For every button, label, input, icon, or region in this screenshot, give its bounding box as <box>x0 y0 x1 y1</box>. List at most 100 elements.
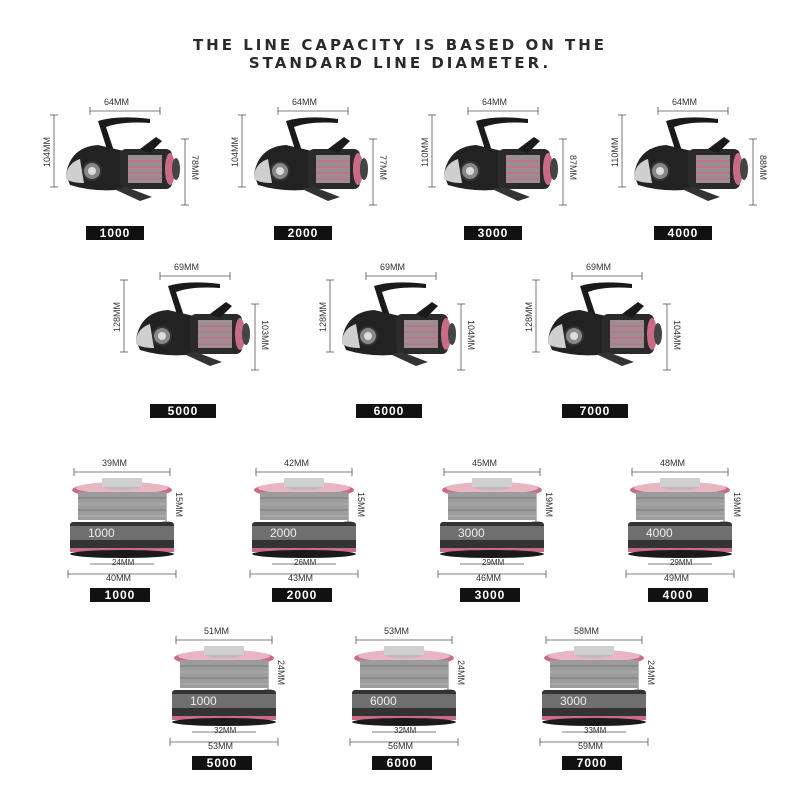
spool-inner-label: 32MM <box>214 726 237 735</box>
spool-cell: 1000 51MM 24MM 32MM 53MM 5000 <box>164 626 294 770</box>
reel-depth-label: 104MM <box>466 320 476 351</box>
reel-cell: 64MM 110MM 87MM 3000 <box>418 97 578 245</box>
spool-engraving: 3000 <box>458 526 485 540</box>
reel-cell: 69MM 128MM 104MM 7000 <box>522 262 682 418</box>
spool-top-label: 53MM <box>384 626 410 636</box>
spool-cell: 6000 53MM 24MM 32MM 56MM 6000 <box>344 626 474 770</box>
spool-bottom-label: 56MM <box>388 741 414 751</box>
reel-model-badge: 1000 <box>86 226 144 240</box>
spool-model-badge: 4000 <box>648 588 708 602</box>
spool-top-label: 39MM <box>102 458 128 468</box>
reel-height-label: 128MM <box>524 301 534 332</box>
spool-cell: 3000 45MM 19MM 29MM 46MM 3000 <box>432 458 562 602</box>
reel-depth-label: 103MM <box>260 320 270 351</box>
reel-image <box>50 107 189 206</box>
reel-width-label: 69MM <box>586 262 612 272</box>
spool-image: 6000 <box>349 636 459 746</box>
reel-height-label: 110MM <box>610 137 620 167</box>
spool-image: 1000 <box>169 636 279 746</box>
reel-image <box>326 272 465 371</box>
spool-bottom-label: 43MM <box>288 573 314 583</box>
spool-inner-label: 32MM <box>394 726 417 735</box>
reel-model-badge: 6000 <box>356 404 422 418</box>
reel-height-label: 104MM <box>42 136 52 167</box>
reel-cell: 64MM 104MM 77MM 2000 <box>228 97 388 245</box>
spool-bottom-label: 40MM <box>106 573 132 583</box>
spool-image: 1000 <box>67 468 177 578</box>
spool-top-label: 48MM <box>660 458 686 468</box>
spool-inner-label: 29MM <box>482 558 505 567</box>
reel-width-label: 69MM <box>174 262 200 272</box>
spool-image: 4000 <box>625 468 735 578</box>
spool-top-label: 45MM <box>472 458 498 468</box>
reel-model-badge: 2000 <box>274 226 332 240</box>
spool-model-badge: 1000 <box>90 588 150 602</box>
spool-cell: 2000 42MM 15MM 26MM 43MM 2000 <box>244 458 374 602</box>
reel-model-badge: 5000 <box>150 404 216 418</box>
spool-cell: 4000 48MM 19MM 29MM 49MM 4000 <box>620 458 750 602</box>
reel-width-label: 64MM <box>104 97 130 107</box>
spool-image: 2000 <box>249 468 359 578</box>
reel-image <box>532 272 671 371</box>
reel-cell: 69MM 128MM 103MM 5000 <box>110 262 270 418</box>
spool-model-badge: 6000 <box>372 756 432 770</box>
reel-cell: 64MM 104MM 78MM 1000 <box>40 97 200 245</box>
spool-image: 3000 <box>539 636 649 746</box>
reel-depth-label: 78MM <box>190 155 200 181</box>
spool-engraving: 1000 <box>190 694 217 708</box>
reel-model-badge: 3000 <box>464 226 522 240</box>
spool-model-badge: 5000 <box>192 756 252 770</box>
reel-model-badge: 4000 <box>654 226 712 240</box>
spool-inner-label: 33MM <box>584 726 607 735</box>
spool-model-badge: 3000 <box>460 588 520 602</box>
spool-bottom-label: 49MM <box>664 573 690 583</box>
header-line-2: STANDARD LINE DIAMETER. <box>248 54 552 72</box>
spool-engraving: 6000 <box>370 694 397 708</box>
reel-depth-label: 87MM <box>568 155 578 181</box>
spool-side-label: 15MM <box>356 492 366 518</box>
spool-bottom-label: 59MM <box>578 741 604 751</box>
spool-top-label: 42MM <box>284 458 310 468</box>
spool-side-label: 19MM <box>732 492 742 518</box>
spool-engraving: 2000 <box>270 526 297 540</box>
reel-height-label: 104MM <box>230 136 240 167</box>
spool-inner-label: 24MM <box>112 558 135 567</box>
reel-depth-label: 104MM <box>672 320 682 351</box>
reel-image <box>120 272 259 371</box>
spool-engraving: 3000 <box>560 694 587 708</box>
reel-height-label: 128MM <box>112 301 122 332</box>
reel-height-label: 110MM <box>420 137 430 167</box>
reel-height-label: 128MM <box>318 301 328 332</box>
header-line-1: THE LINE CAPACITY IS BASED ON THE <box>192 36 608 54</box>
spool-bottom-label: 53MM <box>208 741 234 751</box>
spool-side-label: 19MM <box>544 492 554 518</box>
spool-engraving: 4000 <box>646 526 673 540</box>
reel-width-label: 69MM <box>380 262 406 272</box>
reel-depth-label: 77MM <box>378 155 388 181</box>
spool-engraving: 1000 <box>88 526 115 540</box>
spool-side-label: 15MM <box>174 492 184 518</box>
reel-image <box>618 107 757 206</box>
reel-model-badge: 7000 <box>562 404 628 418</box>
spool-inner-label: 29MM <box>670 558 693 567</box>
spool-model-badge: 2000 <box>272 588 332 602</box>
spool-bottom-label: 46MM <box>476 573 502 583</box>
reel-image <box>428 107 567 206</box>
reel-depth-label: 88MM <box>758 155 768 181</box>
reel-cell: 69MM 128MM 104MM 6000 <box>316 262 476 418</box>
spool-top-label: 51MM <box>204 626 230 636</box>
spool-top-label: 58MM <box>574 626 600 636</box>
spool-model-badge: 7000 <box>562 756 622 770</box>
spool-side-label: 24MM <box>456 660 466 686</box>
reel-width-label: 64MM <box>672 97 698 107</box>
reel-width-label: 64MM <box>292 97 318 107</box>
spool-cell: 1000 39MM 15MM 24MM 40MM 1000 <box>62 458 192 602</box>
spool-cell: 3000 58MM 24MM 33MM 59MM 7000 <box>534 626 664 770</box>
reel-image <box>238 107 377 206</box>
spool-inner-label: 26MM <box>294 558 317 567</box>
reel-width-label: 64MM <box>482 97 508 107</box>
spool-side-label: 24MM <box>646 660 656 686</box>
spool-side-label: 24MM <box>276 660 286 686</box>
reel-cell: 64MM 110MM 88MM 4000 <box>608 97 768 245</box>
spool-image: 3000 <box>437 468 547 578</box>
